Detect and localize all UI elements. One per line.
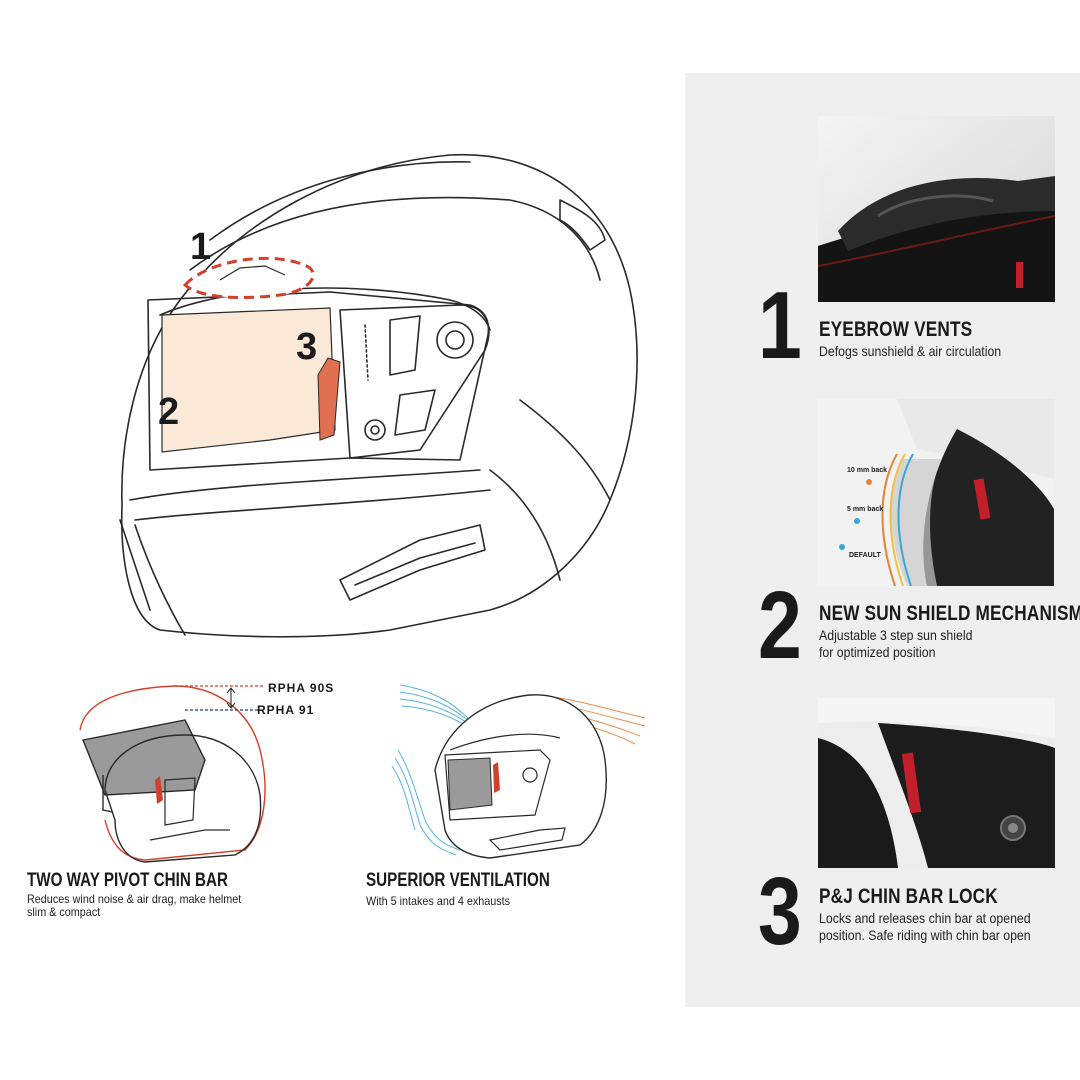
feature-title-eyebrow-vents: EYEBROW VENTS: [819, 318, 973, 341]
chin-bar-title: TWO WAY PIVOT CHIN BAR: [27, 870, 228, 891]
sun-shield-photo: 10 mm back 5 mm back DEFAULT: [817, 399, 1054, 586]
chin-bar-lock-photo: [818, 698, 1055, 868]
chin-bar-diagram: [79, 685, 266, 863]
feature-title-sun-shield: NEW SUN SHIELD MECHANISM: [819, 602, 1080, 625]
feature-number-3: 3: [758, 858, 802, 965]
feature-desc-chin-bar-lock: Locks and releases chin bar at opened po…: [819, 910, 1031, 943]
model-label-rpha-91: RPHA 91: [257, 703, 315, 717]
callout-3: 3: [296, 326, 318, 368]
sun-shield-label-10mm: 10 mm back: [847, 467, 888, 474]
ventilation-description: With 5 intakes and 4 exhausts: [366, 894, 511, 908]
model-label-rpha-90s: RPHA 90S: [268, 681, 335, 695]
ventilation-title: SUPERIOR VENTILATION: [366, 870, 550, 891]
callout-1: 1: [190, 226, 212, 268]
callout-2: 2: [158, 391, 180, 433]
main-helmet-diagram: [119, 153, 638, 638]
feature-title-chin-bar-lock: P&J CHIN BAR LOCK: [819, 885, 998, 908]
ventilation-diagram: [391, 684, 646, 859]
feature-desc-sun-shield: Adjustable 3 step sun shield for optimiz…: [819, 627, 973, 660]
sun-shield-label-default: DEFAULT: [849, 552, 881, 559]
feature-desc-eyebrow-vents: Defogs sunshield & air circulation: [819, 343, 1002, 359]
chin-bar-description: Reduces wind noise & air drag, make helm…: [27, 892, 242, 919]
sun-shield-label-5mm: 5 mm back: [847, 506, 884, 513]
feature-number-1: 1: [758, 272, 802, 379]
eyebrow-vent-photo: [818, 116, 1055, 302]
feature-number-2: 2: [758, 572, 802, 679]
